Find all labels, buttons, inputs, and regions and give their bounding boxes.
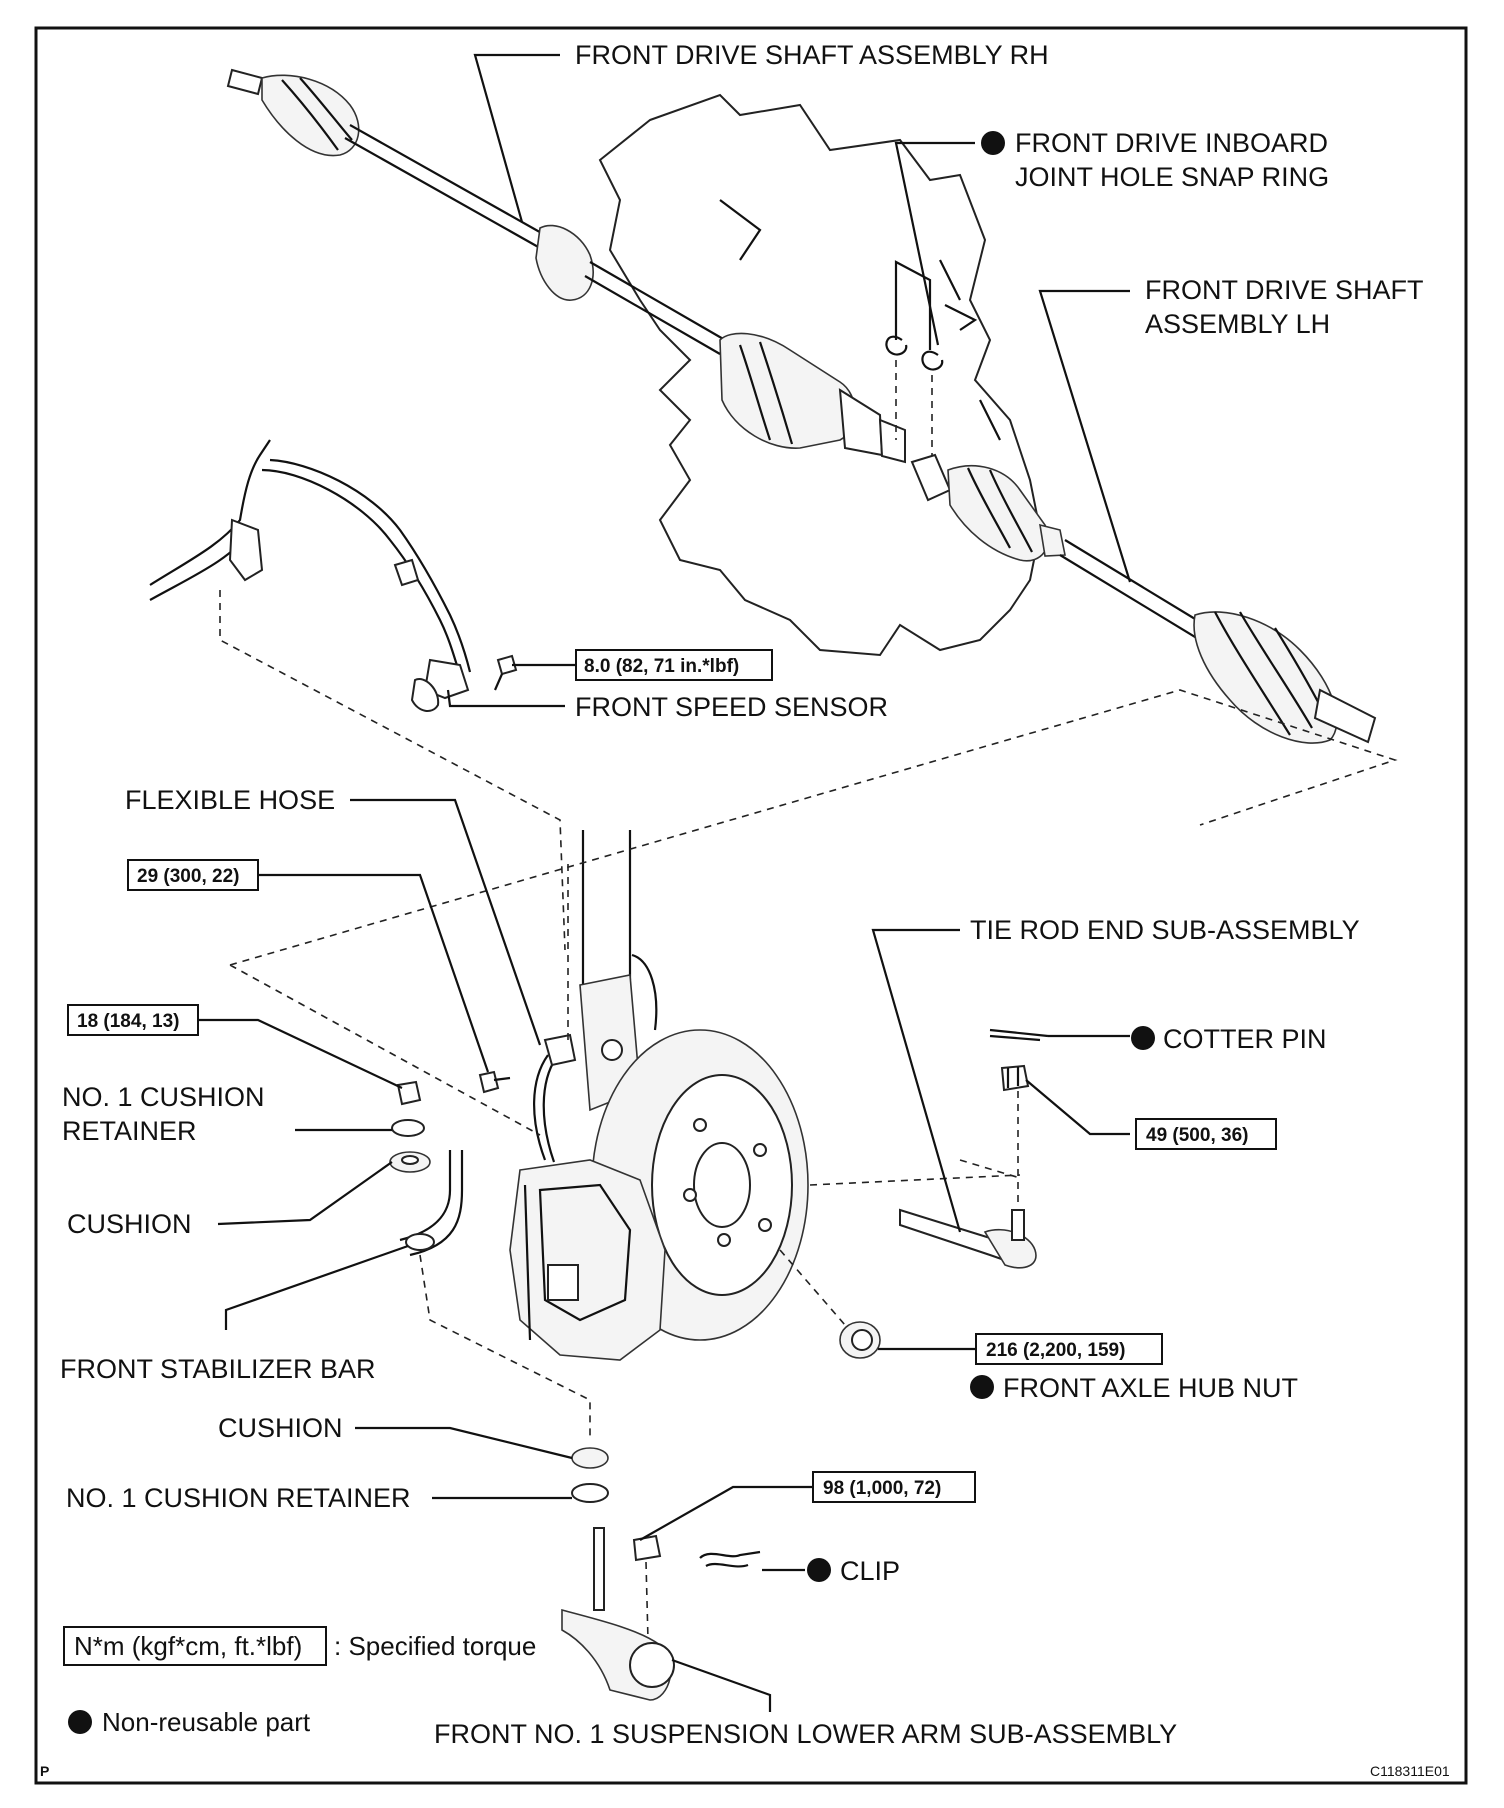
non-reusable-marker-cotter-pin xyxy=(1131,1026,1155,1050)
axle-hub-nut-part xyxy=(779,1249,881,1359)
legend-non-reusable-marker xyxy=(68,1710,92,1734)
torque-ball-joint-nut: 98 (1,000, 72) xyxy=(823,1478,941,1499)
torque-box-stabilizer-nut xyxy=(67,1004,199,1036)
label-speed-sensor: FRONT SPEED SENSOR xyxy=(575,692,888,722)
legend-torque-description: : Specified torque xyxy=(334,1631,536,1661)
figure-code: C118311E01 xyxy=(1370,1763,1450,1779)
torque-tie-rod-nut: 49 (500, 36) xyxy=(1146,1125,1248,1146)
torque-sensor-bolt: 8.0 (82, 71 in.*lbf) xyxy=(584,656,739,677)
label-cushion-retainer-bottom: NO. 1 CUSHION RETAINER xyxy=(66,1483,411,1513)
front-drive-shaft-rh xyxy=(226,68,906,464)
assembly-plane xyxy=(229,689,1398,1186)
label-clip: CLIP xyxy=(840,1556,900,1586)
label-lh-drive-shaft-line2: ASSEMBLY LH xyxy=(1145,309,1330,339)
label-snap-ring-line1: FRONT DRIVE INBOARD xyxy=(1015,128,1328,158)
torque-box-tie-rod-nut xyxy=(1135,1118,1277,1150)
label-flexible-hose: FLEXIBLE HOSE xyxy=(125,785,335,815)
leader-lines xyxy=(198,53,1132,1712)
label-cushion-retainer-top-line2: RETAINER xyxy=(62,1116,197,1146)
torque-hose-bolt: 29 (300, 22) xyxy=(137,866,239,887)
label-snap-ring-line2: JOINT HOLE SNAP RING xyxy=(1015,162,1329,192)
snap-rings xyxy=(885,260,944,458)
label-lower-arm: FRONT NO. 1 SUSPENSION LOWER ARM SUB-ASS… xyxy=(434,1719,1177,1749)
diagram-frame xyxy=(34,26,1468,1785)
corner-mark-p: P xyxy=(40,1763,49,1779)
strut-knuckle-brake xyxy=(478,830,809,1361)
label-cotter-pin: COTTER PIN xyxy=(1163,1024,1327,1054)
label-tie-rod-end: TIE ROD END SUB-ASSEMBLY xyxy=(970,915,1360,945)
label-cushion-retainer-top-line1: NO. 1 CUSHION xyxy=(62,1082,265,1112)
torque-box-sensor-bolt xyxy=(575,649,773,681)
label-rh-drive-shaft: FRONT DRIVE SHAFT ASSEMBLY RH xyxy=(575,40,1049,70)
speed-sensor-harness xyxy=(149,439,566,951)
legend-torque-units: N*m (kgf*cm, ft.*lbf) xyxy=(74,1631,302,1661)
torque-hub-nut: 216 (2,200, 159) xyxy=(986,1340,1125,1361)
non-reusable-marker-snap-ring xyxy=(981,131,1005,155)
stabilizer-link-stack xyxy=(389,1080,761,1701)
non-reusable-marker-clip xyxy=(807,1558,831,1582)
label-lh-drive-shaft-line1: FRONT DRIVE SHAFT xyxy=(1145,275,1424,305)
torque-box-hose-bolt xyxy=(127,859,259,891)
label-hub-nut: FRONT AXLE HUB NUT xyxy=(1003,1373,1298,1403)
legend-torque-box xyxy=(63,1626,327,1666)
torque-box-hub-nut xyxy=(975,1333,1163,1365)
legend-non-reusable: Non-reusable part xyxy=(102,1707,311,1737)
label-stabilizer-bar: FRONT STABILIZER BAR xyxy=(60,1354,376,1384)
torque-box-ball-joint-nut xyxy=(812,1471,976,1503)
non-reusable-marker-hub-nut xyxy=(970,1375,994,1399)
torque-stabilizer-nut: 18 (184, 13) xyxy=(77,1011,179,1032)
front-drive-shaft-lh xyxy=(910,453,1377,744)
label-cushion-bottom: CUSHION xyxy=(218,1413,343,1443)
tie-rod-end xyxy=(899,1028,1049,1269)
label-cushion-top: CUSHION xyxy=(67,1209,192,1239)
